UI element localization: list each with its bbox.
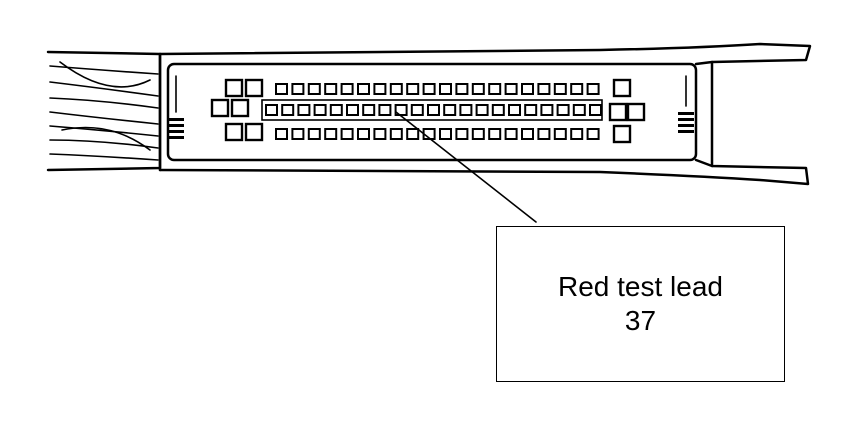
connector-pin <box>504 83 518 95</box>
connector-pin <box>291 128 305 140</box>
connector-pin <box>586 128 600 140</box>
connector-pin <box>346 104 359 116</box>
connector-pin <box>439 128 452 140</box>
connector-pin <box>553 83 567 95</box>
connector-pin <box>275 83 288 95</box>
connector-pin <box>357 128 370 140</box>
pin-row-middle <box>265 104 602 116</box>
middle-row-outline <box>261 99 603 121</box>
right-pads <box>608 78 646 144</box>
connector-pin <box>340 128 354 140</box>
connector-pin <box>324 128 338 140</box>
connector-pin <box>410 104 424 116</box>
connector-pin <box>378 104 392 116</box>
connector-pin <box>389 83 403 95</box>
connector-pin <box>373 128 387 140</box>
callout-pin-number: 37 <box>624 305 657 336</box>
connector-pin <box>488 128 502 140</box>
connector-pin <box>313 104 327 116</box>
connector-pin <box>439 83 452 95</box>
connector-pin <box>307 128 321 140</box>
callout-box: Red test lead 37 <box>496 226 785 382</box>
connector-pin <box>406 128 420 140</box>
connector-pin <box>471 128 485 140</box>
connector-pin <box>488 83 502 95</box>
connector-pin <box>297 104 311 116</box>
connector-pin <box>340 83 354 95</box>
connector-pin <box>265 104 278 116</box>
connector-pin <box>471 83 485 95</box>
connector-pin <box>475 104 489 116</box>
connector-pin <box>329 104 343 116</box>
connector-housing <box>158 42 812 186</box>
connector-pin <box>570 83 584 95</box>
connector-pin <box>572 104 586 116</box>
callout-label: Red test lead <box>558 271 723 303</box>
connector-pin <box>586 83 600 95</box>
connector-pin <box>504 128 518 140</box>
connector-pin <box>521 83 534 95</box>
connector-pin <box>540 104 554 116</box>
pin-row-top <box>275 83 600 95</box>
connector-pin <box>556 104 570 116</box>
wire-harness <box>46 50 162 172</box>
connector-pin <box>291 83 305 95</box>
connector-pin <box>389 128 403 140</box>
connector-pin <box>427 104 440 116</box>
connector-pin <box>455 128 469 140</box>
connector-pin <box>537 128 551 140</box>
connector-pin <box>455 83 469 95</box>
connector-pin <box>422 83 436 95</box>
connector-pin <box>508 104 521 116</box>
connector-pin <box>307 83 321 95</box>
connector-pin <box>589 104 602 116</box>
left-pads <box>210 78 264 142</box>
connector-pin <box>537 83 551 95</box>
connector-pin <box>459 104 473 116</box>
connector-pin <box>275 128 288 140</box>
leader-line <box>395 111 537 223</box>
right-latch <box>678 75 694 133</box>
left-latch <box>168 75 184 139</box>
connector-pin <box>324 83 338 95</box>
connector-pin <box>406 83 420 95</box>
connector-pin <box>373 83 387 95</box>
pin-row-bottom <box>275 128 600 140</box>
connector-pin <box>553 128 567 140</box>
connector-pin <box>362 104 376 116</box>
connector-pin <box>524 104 538 116</box>
connector-pin <box>443 104 457 116</box>
connector-pin <box>281 104 295 116</box>
connector-pin <box>491 104 505 116</box>
connector-pin <box>570 128 584 140</box>
connector-pin <box>521 128 534 140</box>
connector-pin <box>357 83 370 95</box>
